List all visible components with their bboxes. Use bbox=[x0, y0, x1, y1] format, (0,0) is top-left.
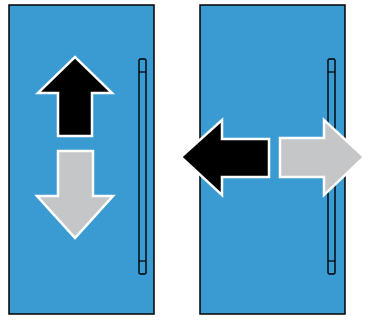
right-panel bbox=[179, 4, 366, 315]
arrow-right-icon bbox=[278, 117, 366, 198]
left-panel bbox=[8, 4, 155, 315]
arrow-up-icon bbox=[34, 55, 116, 138]
left-panel-handle bbox=[138, 58, 147, 275]
arrow-left-icon bbox=[179, 117, 271, 198]
arrow-down-icon bbox=[34, 149, 116, 240]
